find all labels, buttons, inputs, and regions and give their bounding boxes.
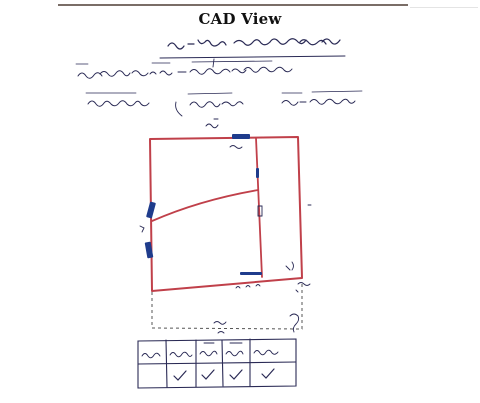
sketch-annotation-line-1 — [75, 60, 293, 79]
sketch-north-label — [205, 118, 219, 129]
dashed-extension — [151, 284, 303, 330]
top-divider — [58, 4, 408, 6]
sketch-table-headers — [141, 331, 279, 359]
sketch-annotation-line-2 — [85, 90, 363, 117]
page-title: CAD View — [198, 10, 282, 28]
plot-internal-divisions — [151, 137, 263, 278]
plot-boundary — [149, 136, 303, 292]
top-divider-faint — [410, 7, 478, 8]
sketch-heading-scribble — [159, 38, 346, 68]
plot-annotations — [139, 145, 312, 333]
sketch-table — [137, 338, 297, 389]
dashed-extension-label — [213, 321, 227, 325]
sketch-table-ticks — [173, 368, 275, 381]
boundary-markers — [144, 134, 262, 275]
